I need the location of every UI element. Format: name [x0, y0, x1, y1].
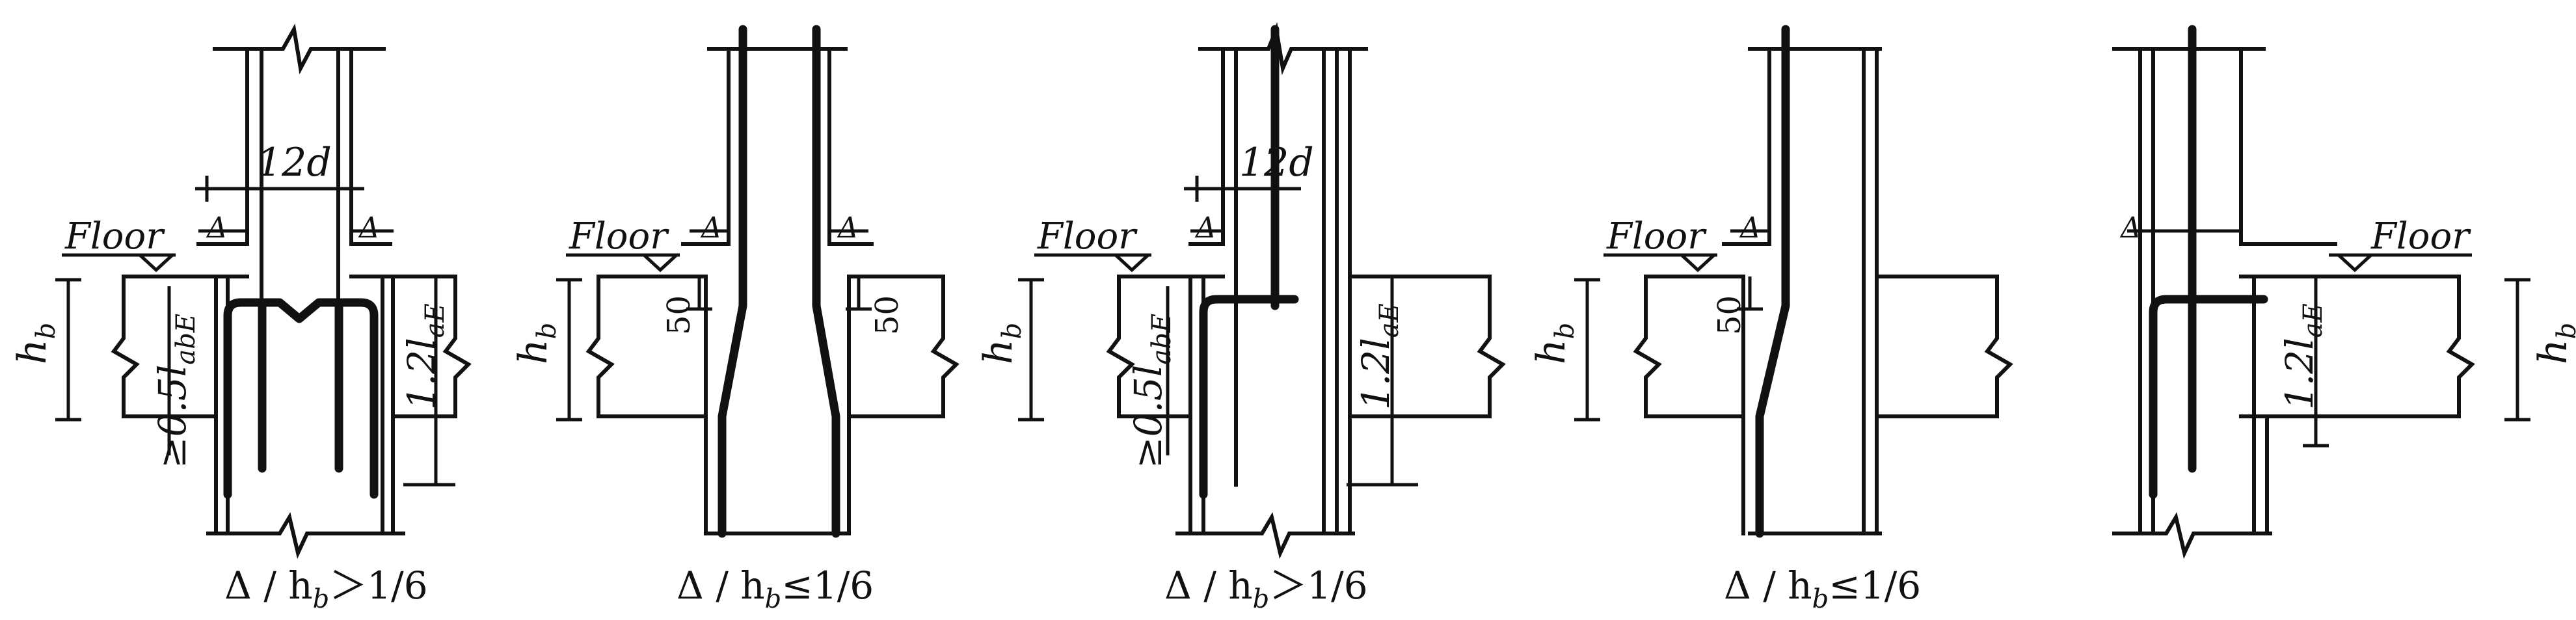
- label-50: 50: [869, 295, 906, 335]
- label-anchorage-12: 1.2laE: [399, 303, 450, 410]
- label-delta: Δ: [837, 211, 859, 245]
- label-50: 50: [661, 295, 697, 335]
- caption-3: Δ / hb＞1/6: [1164, 563, 1368, 614]
- label-12d: 12d: [1239, 140, 1314, 185]
- label-12d: 12d: [257, 140, 332, 185]
- label-50: 50: [1711, 295, 1748, 335]
- label-anchorage-half: ≥0.5labE: [1126, 314, 1177, 468]
- label-delta: Δ: [1194, 211, 1216, 245]
- floor-level-marker: [139, 254, 174, 273]
- label-hb: hb: [2530, 323, 2576, 364]
- break-line-top-1: [213, 23, 386, 75]
- panel-2: Δ Δ 50 50 Floor hb Δ / hb≤1/6: [511, 25, 959, 614]
- label-floor: Floor: [569, 215, 669, 258]
- panel-4: Δ 50 Floor hb Δ / hb≤1/6: [1529, 25, 2013, 614]
- caption-1: Δ / hb＞1/6: [224, 563, 428, 614]
- caption-2: Δ / hb≤1/6: [677, 563, 874, 614]
- panel-5: Δ 1.2laE Floor hb: [2112, 25, 2576, 559]
- label-delta: Δ: [358, 211, 380, 245]
- panel-3: 12d Δ Floor hb ≥0.5labE 1.2laE Δ / hb＞1/…: [976, 21, 1506, 614]
- label-delta: Δ: [700, 211, 722, 245]
- label-delta: Δ: [2119, 211, 2141, 245]
- label-floor: Floor: [64, 215, 165, 258]
- label-delta: Δ: [1739, 211, 1761, 245]
- panel-1: 12d Δ Δ Floor hb ≥0.5labE 1.2laE Δ / hb＞…: [10, 23, 472, 614]
- label-floor: Floor: [2370, 215, 2471, 258]
- label-anchorage-half: ≥0.5labE: [150, 314, 201, 468]
- label-floor: Floor: [1606, 215, 1707, 258]
- label-hb: hb: [976, 323, 1027, 364]
- label-anchorage-12: 1.2laE: [2277, 303, 2328, 410]
- label-hb: hb: [1529, 323, 1580, 364]
- label-hb: hb: [511, 323, 562, 364]
- label-floor: Floor: [1037, 215, 1138, 258]
- label-delta: Δ: [206, 211, 228, 245]
- label-hb: hb: [10, 323, 61, 364]
- label-anchorage-12: 1.2laE: [1354, 303, 1404, 410]
- caption-4: Δ / hb≤1/6: [1724, 563, 1921, 614]
